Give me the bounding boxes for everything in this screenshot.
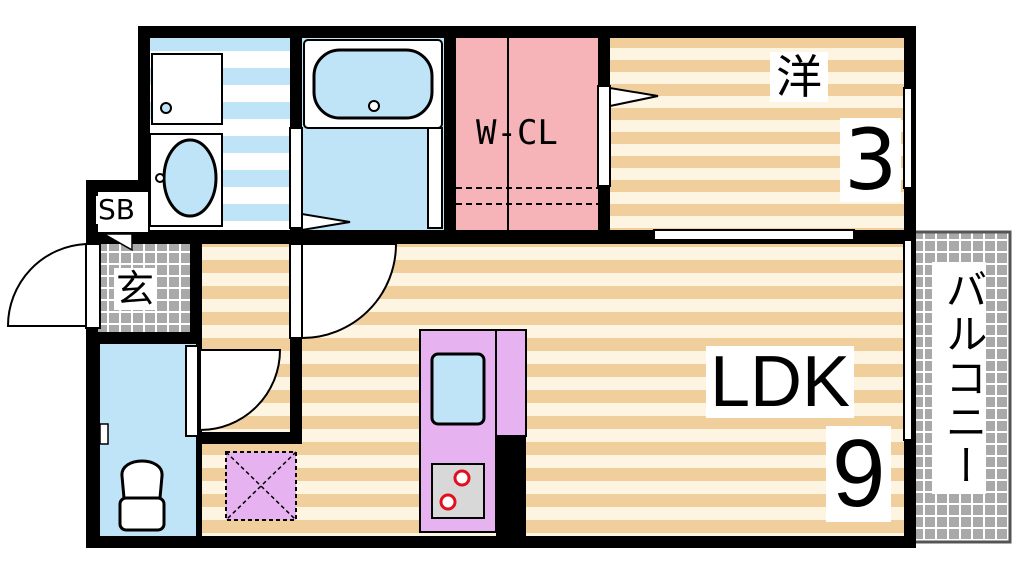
bathroom-door-icon [301, 212, 351, 232]
walk-in-closet-label: W-CL [476, 113, 558, 153]
bathroom-door-frame [427, 127, 443, 229]
western-room-door-frame [597, 85, 611, 187]
drain-icon [160, 102, 172, 114]
bathtub-basin [312, 48, 434, 120]
toilet-bowl-icon [120, 459, 164, 500]
stove-icon [431, 463, 485, 519]
shoe-box-label: SB [96, 193, 137, 226]
walk-in-closet-floor [456, 38, 598, 230]
kitchen-wall [496, 436, 526, 536]
burner-icon [453, 469, 471, 487]
sliding-door-track [653, 229, 855, 241]
ldk-door-swing-icon [301, 243, 398, 340]
entrance-door-swing-icon [6, 242, 87, 327]
storage-wall [188, 432, 302, 444]
entrance-label: 玄 [114, 267, 157, 311]
washing-machine-pan [151, 53, 223, 125]
ldk-label: LDK [706, 346, 855, 418]
western-room-label: 洋 [770, 52, 828, 102]
toilet-door-frame [185, 345, 199, 437]
toilet-tank-icon [118, 496, 166, 532]
faucet-icon [155, 173, 165, 183]
sink-basin-icon [162, 138, 218, 218]
hall-doorway [289, 243, 303, 339]
sb-door-icon [101, 233, 133, 252]
ldk-window [903, 239, 913, 441]
refrigerator-cross-line [225, 451, 297, 521]
balcony-label: バルコニー [932, 262, 988, 494]
bathtub-drain-icon [368, 100, 380, 112]
storage-door-swing-icon [199, 349, 282, 432]
burner-icon [439, 493, 457, 511]
western-room-door-icon [609, 86, 659, 108]
toilet-paper-holder [99, 423, 109, 445]
ldk-size: 9 [826, 426, 892, 522]
western-room-size: 3 [840, 118, 902, 202]
entrance-door-frame [85, 243, 101, 329]
washroom-door-frame [289, 127, 303, 229]
kitchen-sink-icon [430, 352, 486, 426]
western-room-window [903, 87, 913, 189]
refrigerator-cross-line [225, 451, 297, 521]
